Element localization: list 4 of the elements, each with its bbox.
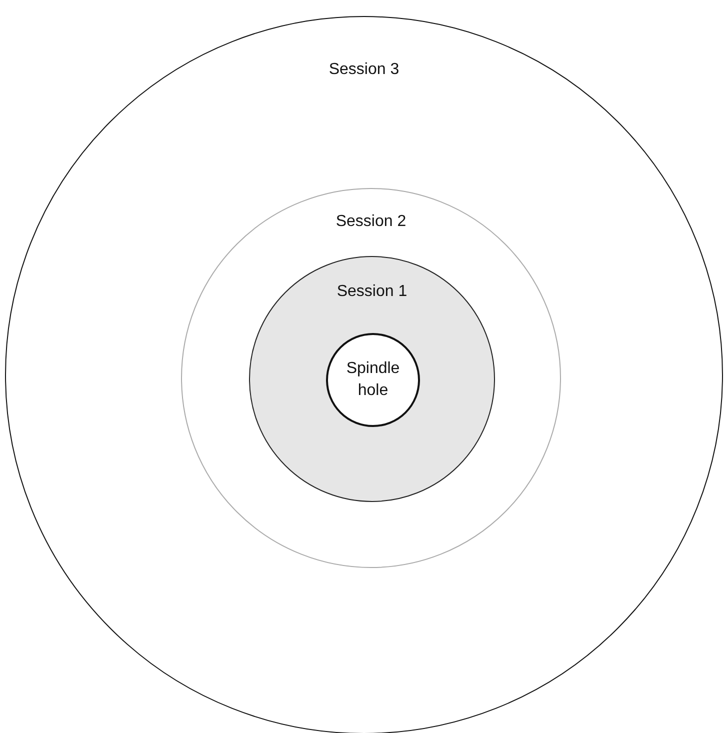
session-label: Session 1 [336,283,408,301]
session-label: Session 3 [328,61,400,79]
hole-label: Spindle hole [345,359,401,401]
session-label: Session 2 [336,213,406,231]
